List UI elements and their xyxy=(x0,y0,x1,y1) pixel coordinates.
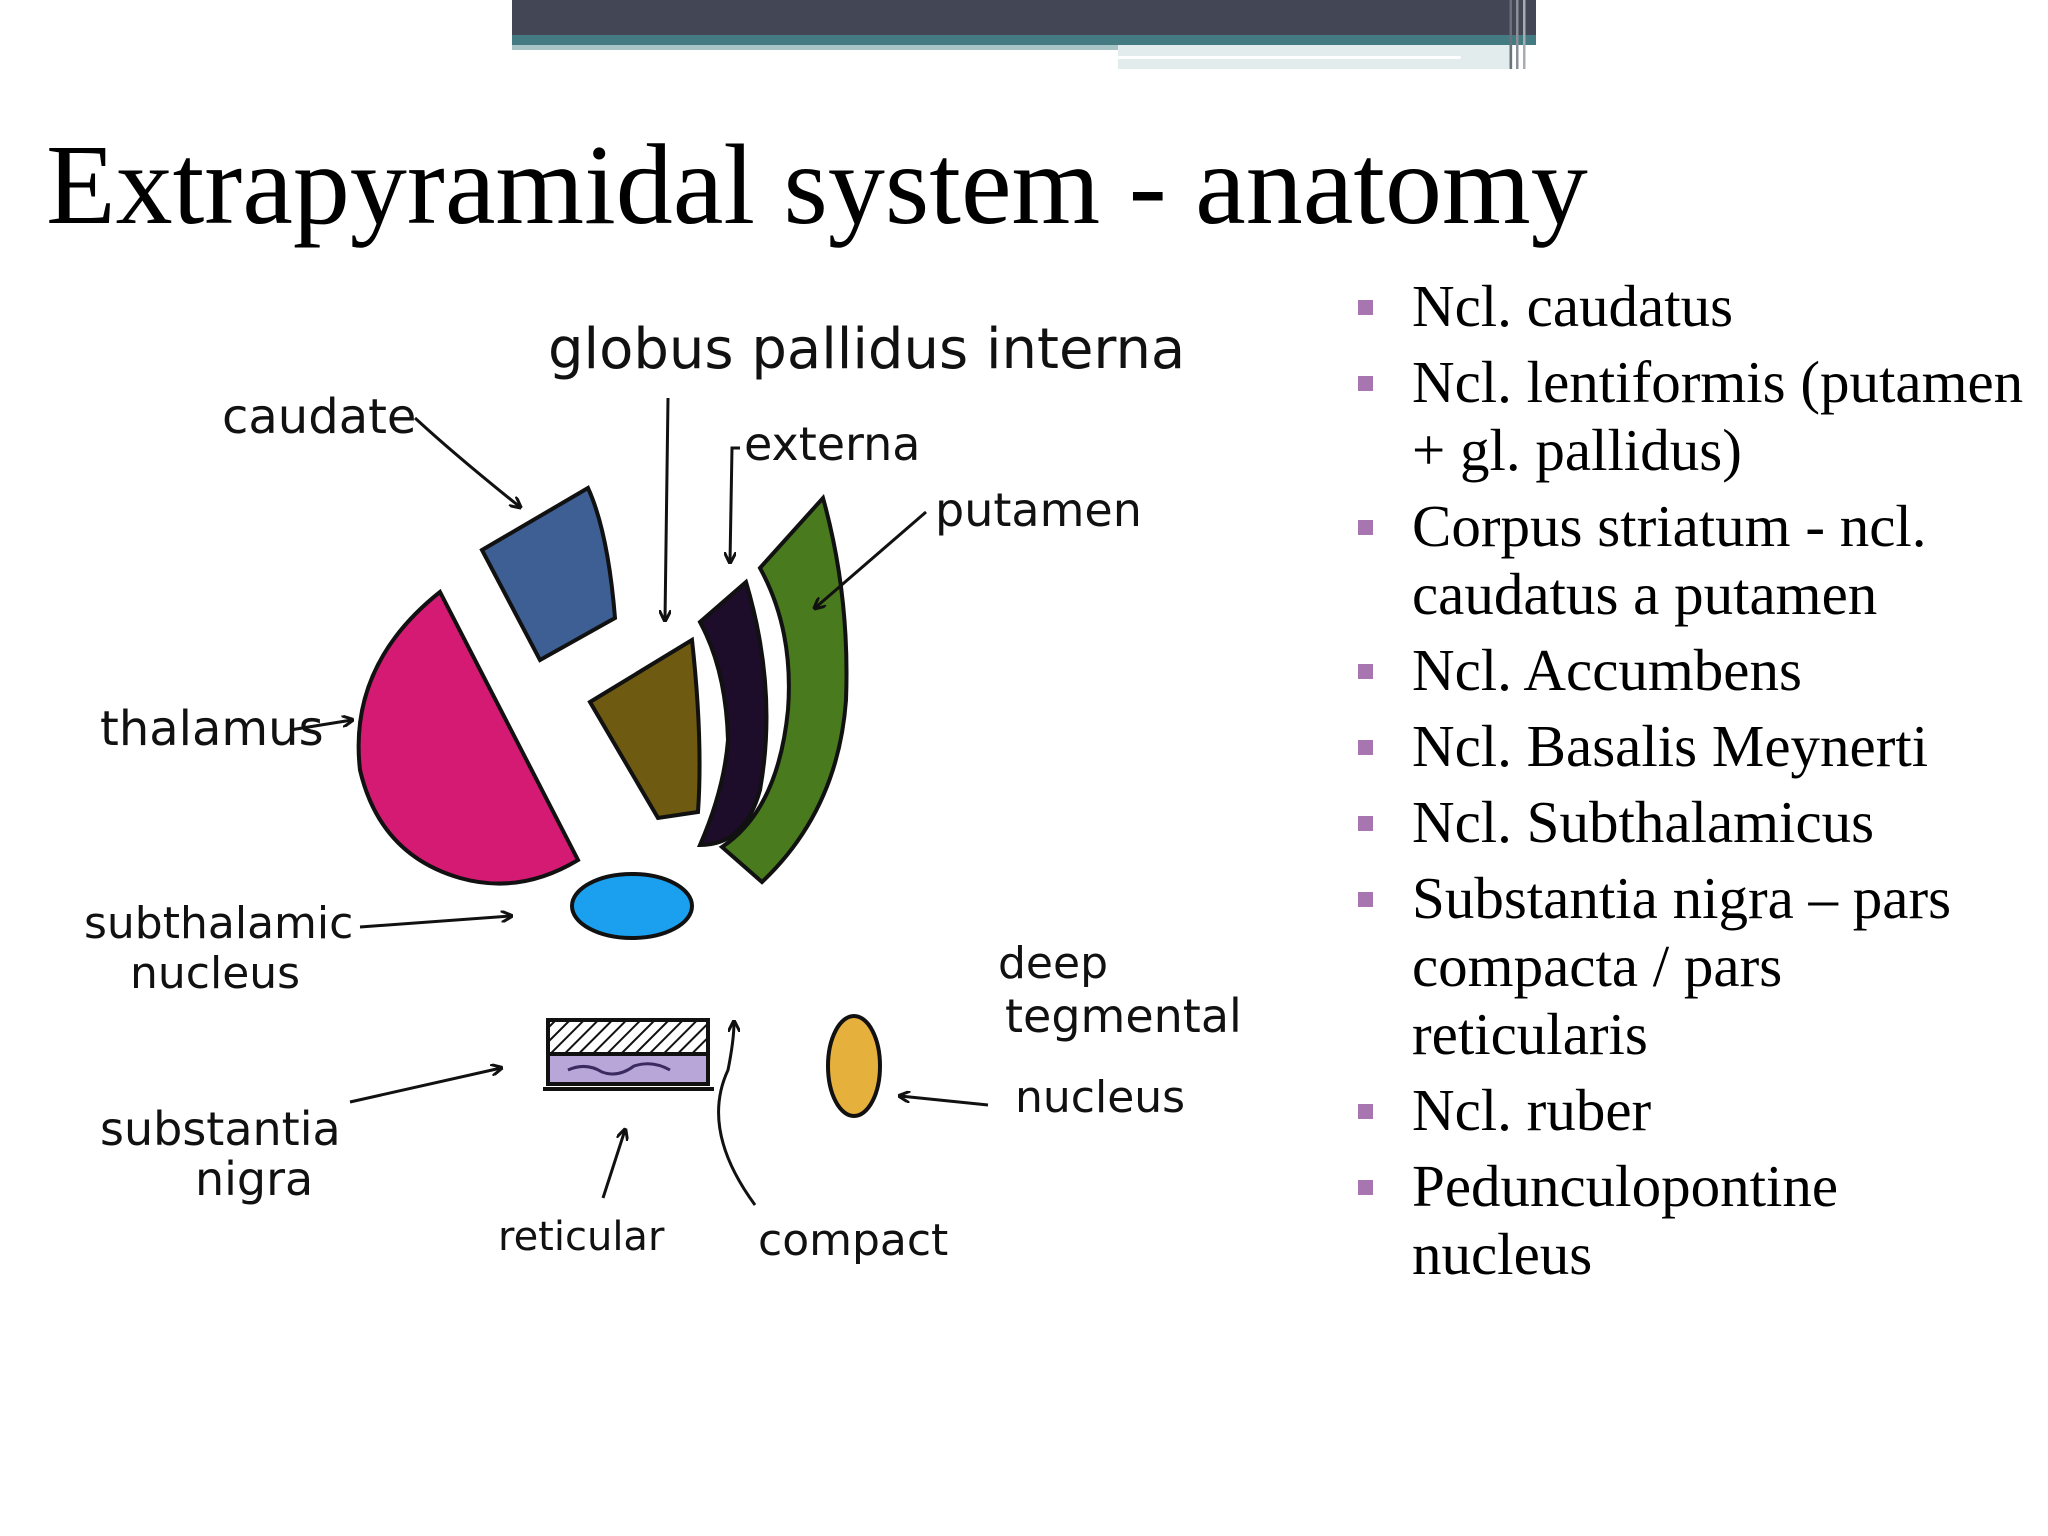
bullet-square-icon xyxy=(1358,1180,1373,1195)
bullet-item: Ncl. caudatus xyxy=(1348,272,2028,340)
thalamus-shape xyxy=(356,588,581,886)
bullet-item: Corpus striatum - ncl. caudatus a putame… xyxy=(1348,492,2028,628)
label-deep: deep xyxy=(998,938,1108,989)
bullet-square-icon xyxy=(1358,520,1373,535)
label-putamen: putamen xyxy=(935,483,1142,537)
label-tegmental: tegmental xyxy=(1005,989,1242,1043)
substantia-nigra-reticular-band xyxy=(546,1018,710,1056)
bullet-item: Ncl. Subthalamicus xyxy=(1348,788,2028,856)
label-compact: compact xyxy=(758,1215,948,1266)
basal-ganglia-diagram: globus pallidus interna externa caudate … xyxy=(84,317,1242,1266)
bullet-item: Pedunculopontine nucleus xyxy=(1348,1152,2028,1288)
label-thalamus: thalamus xyxy=(100,701,324,757)
bullet-square-icon xyxy=(1358,892,1373,907)
deep-tegmental-nucleus-shape xyxy=(826,1014,882,1118)
bullet-item: Ncl. Basalis Meynerti xyxy=(1348,712,2028,780)
globus-pallidus-interna-shape xyxy=(587,636,702,821)
subthalamic-nucleus-shape xyxy=(570,872,694,940)
bullet-square-icon xyxy=(1358,300,1373,315)
bullet-item: Ncl. lentiformis (putamen + gl. pallidus… xyxy=(1348,348,2028,484)
label-nigra: nigra xyxy=(195,1152,313,1206)
bullet-item: Ncl. ruber xyxy=(1348,1076,2028,1144)
putamen-shape xyxy=(718,493,849,885)
label-reticular: reticular xyxy=(498,1214,665,1260)
bullet-item: Ncl. Accumbens xyxy=(1348,636,2028,704)
bullet-square-icon xyxy=(1358,1104,1373,1119)
label-subthalamic: subthalamic xyxy=(84,898,353,949)
bullet-square-icon xyxy=(1358,376,1373,391)
bullet-square-icon xyxy=(1358,740,1373,755)
bullet-list: Ncl. caudatus Ncl. lentiformis (putamen … xyxy=(1348,272,2028,1296)
caudate-shape xyxy=(479,485,618,663)
page-title: Extrapyramidal system - anatomy xyxy=(46,121,1588,248)
bullet-square-icon xyxy=(1358,664,1373,679)
slide-header-bar xyxy=(512,0,1536,69)
label-deep-tegmental-nucleus: nucleus xyxy=(1015,1072,1185,1123)
globus-pallidus-externa-shape xyxy=(696,578,769,848)
bullet-item: Substantia nigra – pars compacta / pars … xyxy=(1348,864,2028,1068)
label-globus-pallidus-interna: globus pallidus interna xyxy=(548,317,1185,382)
label-externa: externa xyxy=(744,417,921,471)
bullet-square-icon xyxy=(1358,816,1373,831)
label-caudate: caudate xyxy=(222,389,416,445)
label-substantia: substantia xyxy=(100,1102,341,1156)
label-subthalamic-nucleus: nucleus xyxy=(130,948,300,999)
